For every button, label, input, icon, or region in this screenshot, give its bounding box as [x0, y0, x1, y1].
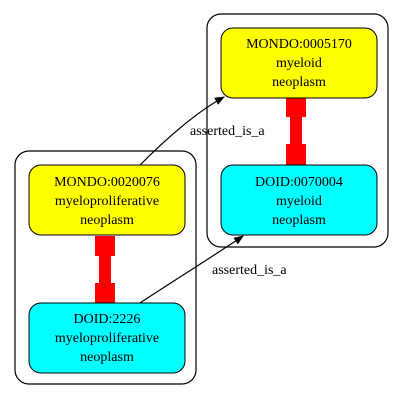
- node-mondo-0020076[interactable]: MONDO:0020076 myeloproliferative neoplas…: [28, 164, 186, 236]
- node-id-label: MONDO:0005170: [246, 37, 352, 52]
- node-name-line: neoplasm: [80, 350, 134, 365]
- node-id-label: DOID:2226: [74, 312, 141, 327]
- node-name-line: neoplasm: [272, 75, 326, 90]
- node-name-line: myeloid: [276, 194, 322, 209]
- node-id-label: MONDO:0020076: [54, 175, 160, 190]
- node-name-line: neoplasm: [80, 213, 134, 228]
- edge-lower-arrow: [139, 235, 244, 304]
- equivalence-link-left: [95, 236, 115, 305]
- node-name-line: myeloproliferative: [55, 331, 159, 346]
- edge-upper-arrow: [139, 96, 225, 166]
- edge-lower-label: asserted_is_a: [212, 263, 287, 278]
- node-doid-2226[interactable]: DOID:2226 myeloproliferative neoplasm: [28, 302, 186, 374]
- node-doid-0070004[interactable]: DOID:0070004 myeloid neoplasm: [220, 164, 378, 236]
- equivalence-link-right: [286, 97, 306, 166]
- edge-upper-label: asserted_is_a: [190, 124, 265, 139]
- node-name-line: myeloid: [276, 56, 322, 71]
- node-name-line: myeloproliferative: [55, 194, 159, 209]
- node-id-label: DOID:0070004: [255, 175, 343, 190]
- cluster-right: [206, 13, 389, 248]
- node-name-line: neoplasm: [272, 213, 326, 228]
- cluster-left: [14, 150, 197, 385]
- node-mondo-0005170[interactable]: MONDO:0005170 myeloid neoplasm: [220, 27, 378, 99]
